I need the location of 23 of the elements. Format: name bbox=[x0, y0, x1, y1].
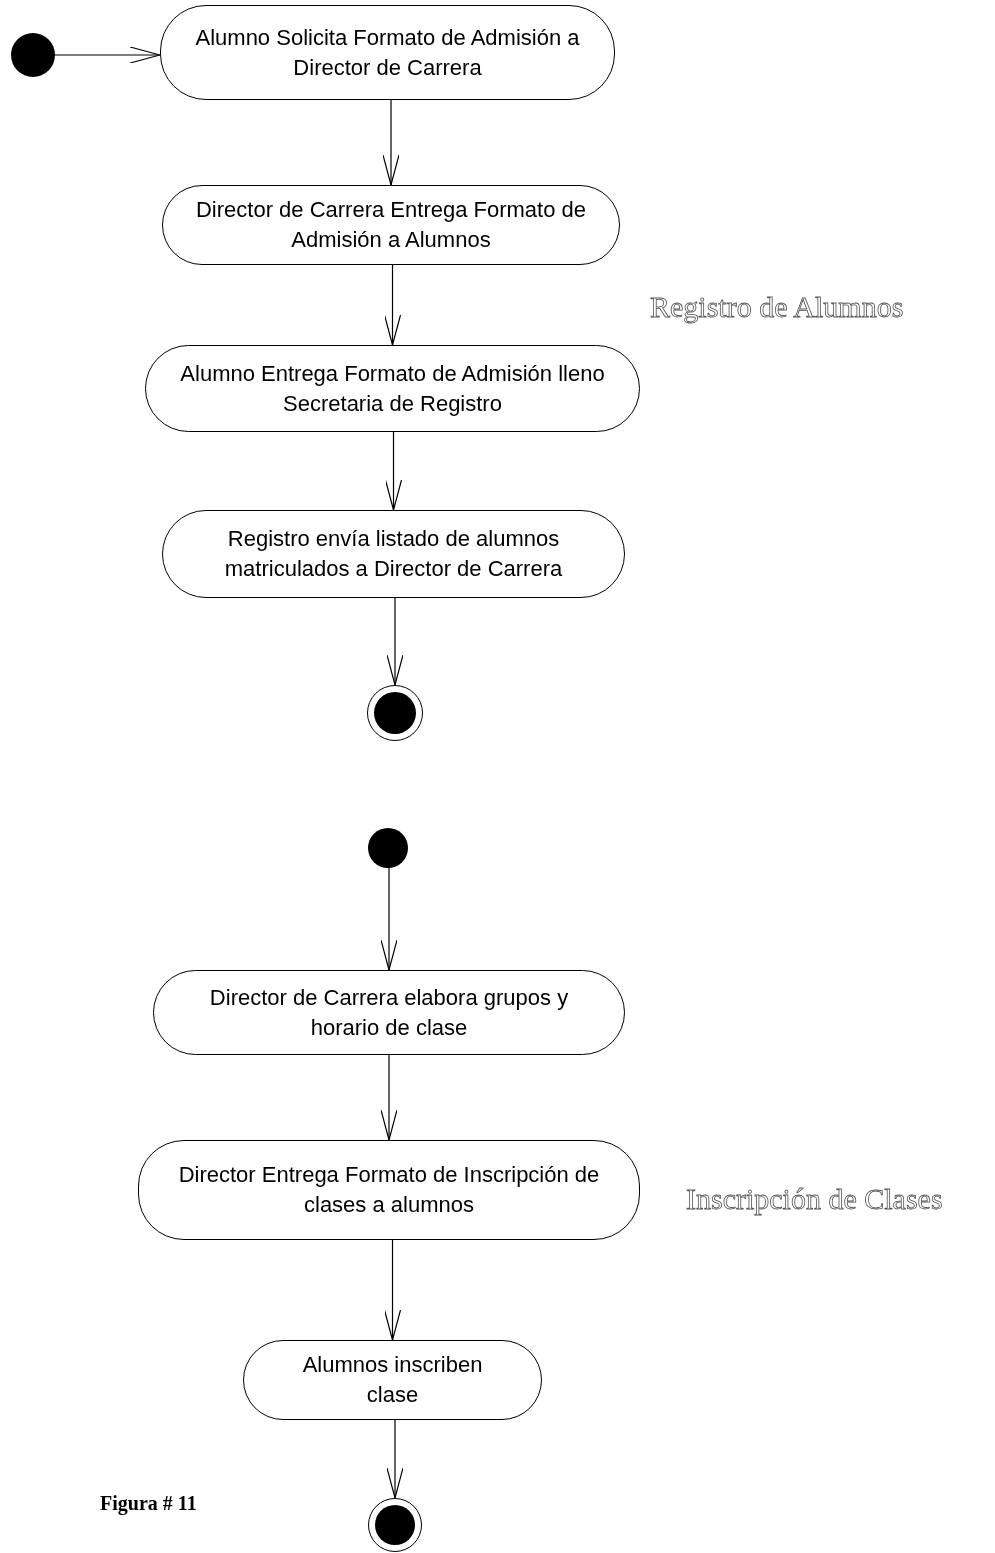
start-node bbox=[368, 828, 408, 868]
section-label: Registro de Alumnos bbox=[650, 289, 904, 326]
arrow bbox=[380, 867, 398, 971]
start-node bbox=[11, 33, 55, 77]
section-label: Inscripción de Clases bbox=[686, 1181, 943, 1218]
activity-text: Alumnos inscriben clase bbox=[301, 1351, 484, 1409]
arrow bbox=[386, 597, 404, 686]
activity-text: Director de Carrera Entrega Formato de Admisión a Alumnos bbox=[195, 196, 587, 254]
activity-text: Registro envía listado de alumnos matriculados a Director de Carrera bbox=[223, 525, 564, 583]
arrow bbox=[383, 1239, 402, 1341]
activity-text: Alumno Solicita Formato de Admisión a Director de Carrera bbox=[194, 23, 581, 82]
arrow bbox=[380, 1054, 398, 1141]
arrow bbox=[386, 1419, 404, 1499]
activity-text: Director Entrega Formato de Inscripción de clases a alumnos bbox=[177, 1161, 601, 1219]
figure-caption: Figura # 11 bbox=[100, 1491, 197, 1517]
arrow bbox=[383, 264, 402, 346]
arrow bbox=[384, 431, 403, 511]
arrow bbox=[54, 46, 161, 64]
arrow bbox=[382, 99, 400, 186]
activity-text: Director de Carrera elabora grupos y horario de clase bbox=[208, 983, 570, 1042]
activity-text: Alumno Entrega Formato de Admisión lleno Secretaria de Registro bbox=[179, 359, 606, 418]
end-node bbox=[368, 1498, 422, 1552]
end-node bbox=[367, 685, 423, 741]
